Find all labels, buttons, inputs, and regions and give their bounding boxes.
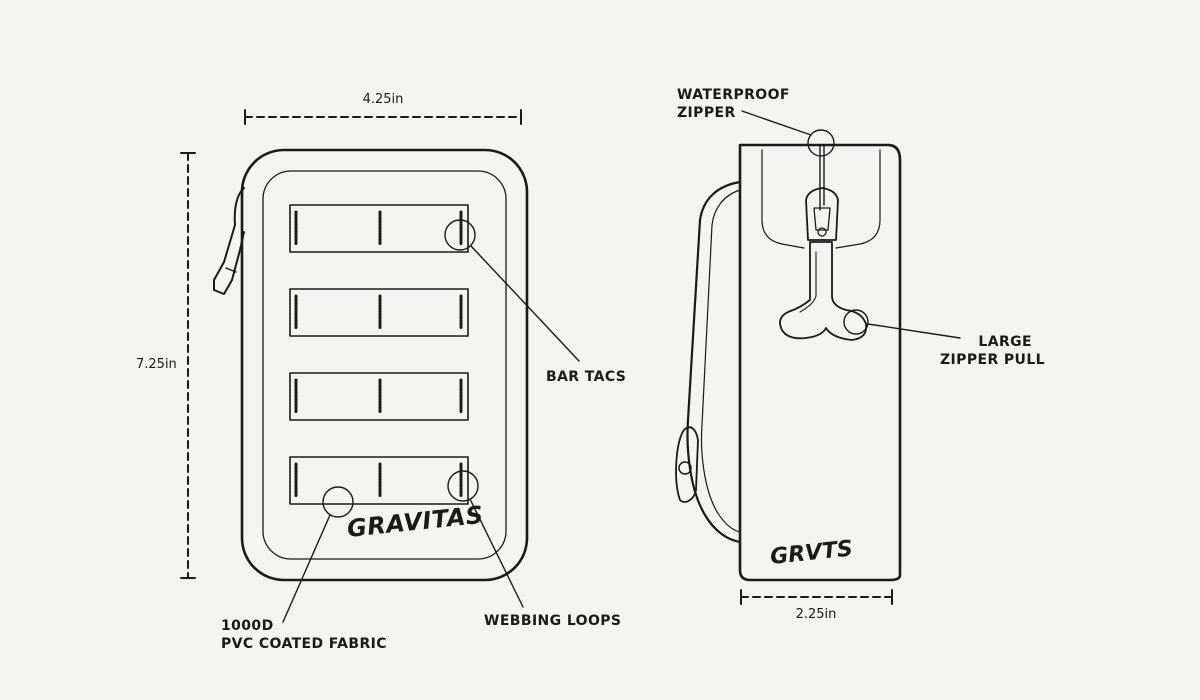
webbing-loop-2 bbox=[289, 288, 469, 337]
front-view bbox=[213, 148, 580, 623]
side-logo: GRVTS bbox=[769, 536, 854, 570]
width-label: 4.25in bbox=[362, 92, 404, 107]
waterproof-zipper-label: WATERPROOF ZIPPER bbox=[677, 87, 790, 121]
webbing-loop-1 bbox=[289, 204, 469, 253]
front-logo: GRAVITAS bbox=[346, 501, 485, 543]
height-label: 7.25in bbox=[136, 357, 177, 372]
bar-tacs-label: BAR TACS bbox=[546, 369, 627, 385]
webbing-loop-3 bbox=[289, 372, 469, 421]
webbing-loops-label: WEBBING LOOPS bbox=[484, 613, 622, 629]
depth-dimension-line bbox=[740, 589, 893, 605]
height-dimension-line bbox=[180, 152, 196, 579]
width-dimension-line bbox=[244, 109, 522, 125]
depth-label: 2.25in bbox=[795, 607, 837, 622]
large-zipper-pull-label: LARGE ZIPPER PULL bbox=[940, 334, 1045, 368]
side-view bbox=[675, 110, 961, 582]
fabric-label: 1000D PVC COATED FABRIC bbox=[221, 618, 387, 652]
webbing-loop-4 bbox=[289, 456, 469, 505]
